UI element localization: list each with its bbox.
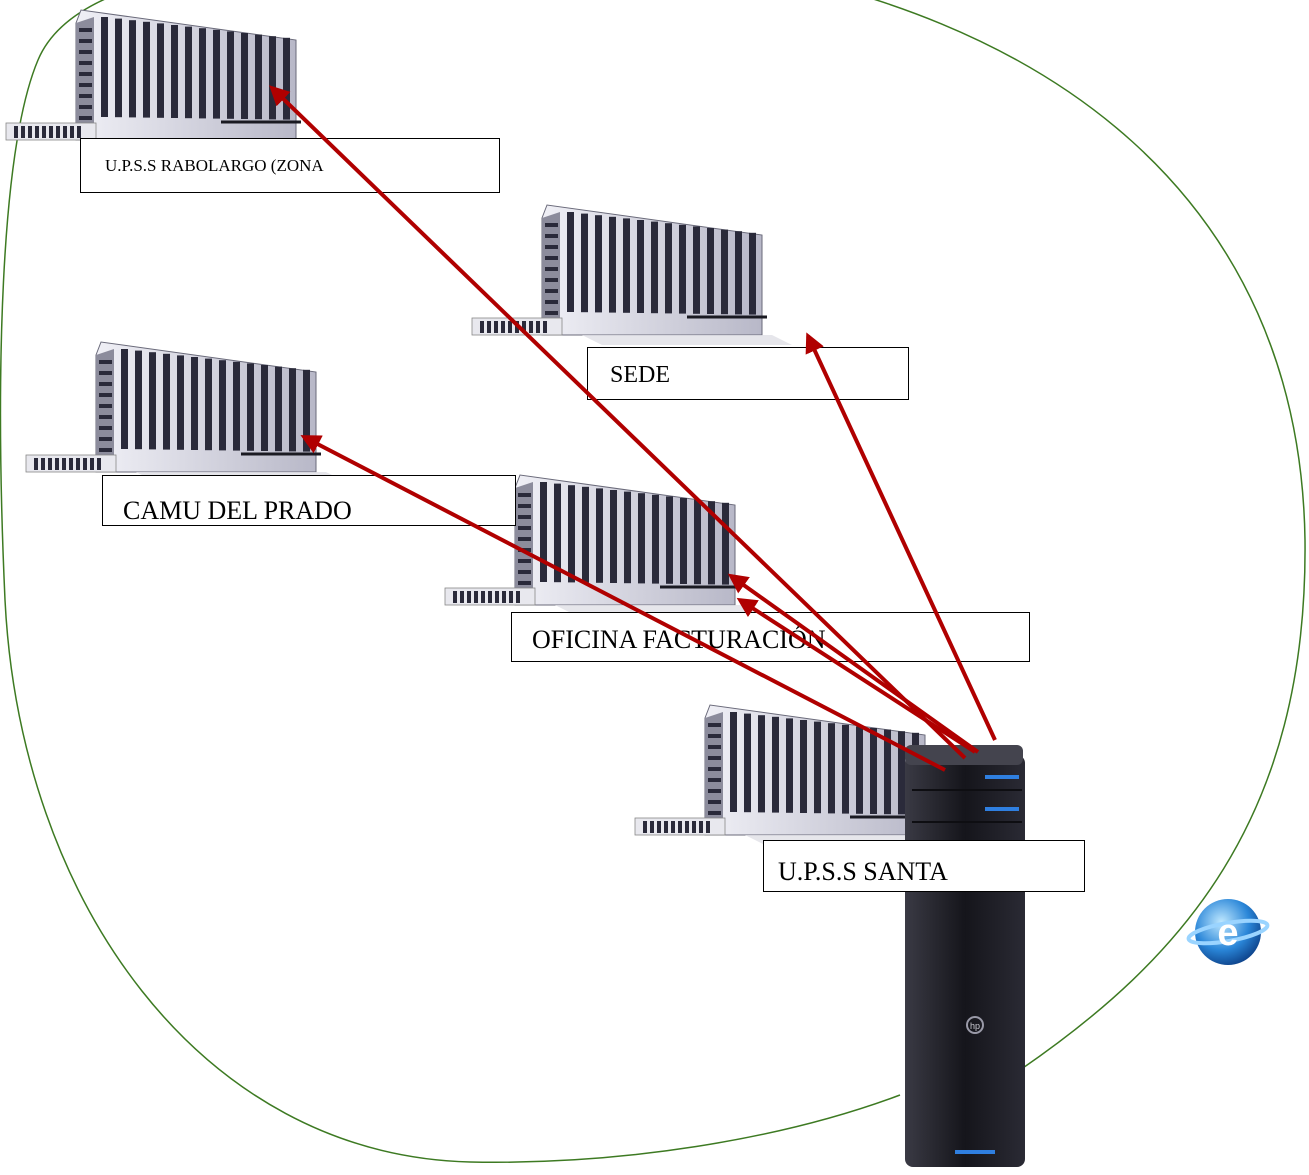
arrow-to-camu xyxy=(300,435,946,772)
arrow-to-facturacion xyxy=(727,573,980,754)
site-label-sede: SEDE xyxy=(587,347,909,400)
site-label-text: U.P.S.S SANTA xyxy=(778,857,948,886)
site-label-text: SEDE xyxy=(610,362,670,388)
site-label-santa: U.P.S.S SANTA xyxy=(763,840,1085,892)
site-label-camu: CAMU DEL PRADO xyxy=(102,475,516,526)
arrow-to-facturacion xyxy=(736,597,977,754)
site-label-rabolargo: U.P.S.S RABOLARGO (ZONA xyxy=(80,138,500,193)
server-brand-badge: hp xyxy=(970,1021,980,1031)
site-label-text: CAMU DEL PRADO xyxy=(123,496,352,525)
building-icon xyxy=(471,204,792,345)
site-label-facturacion: OFICINA FACTURACIÓN xyxy=(511,612,1030,662)
internet-explorer-icon: e xyxy=(1186,899,1270,965)
building-icon xyxy=(444,474,765,615)
svg-text:e: e xyxy=(1217,912,1238,954)
arrow-to-rabolargo xyxy=(269,85,967,760)
arrow-to-sede xyxy=(805,332,997,741)
site-label-text: U.P.S.S RABOLARGO (ZONA xyxy=(105,156,324,175)
building-icon xyxy=(25,341,346,482)
